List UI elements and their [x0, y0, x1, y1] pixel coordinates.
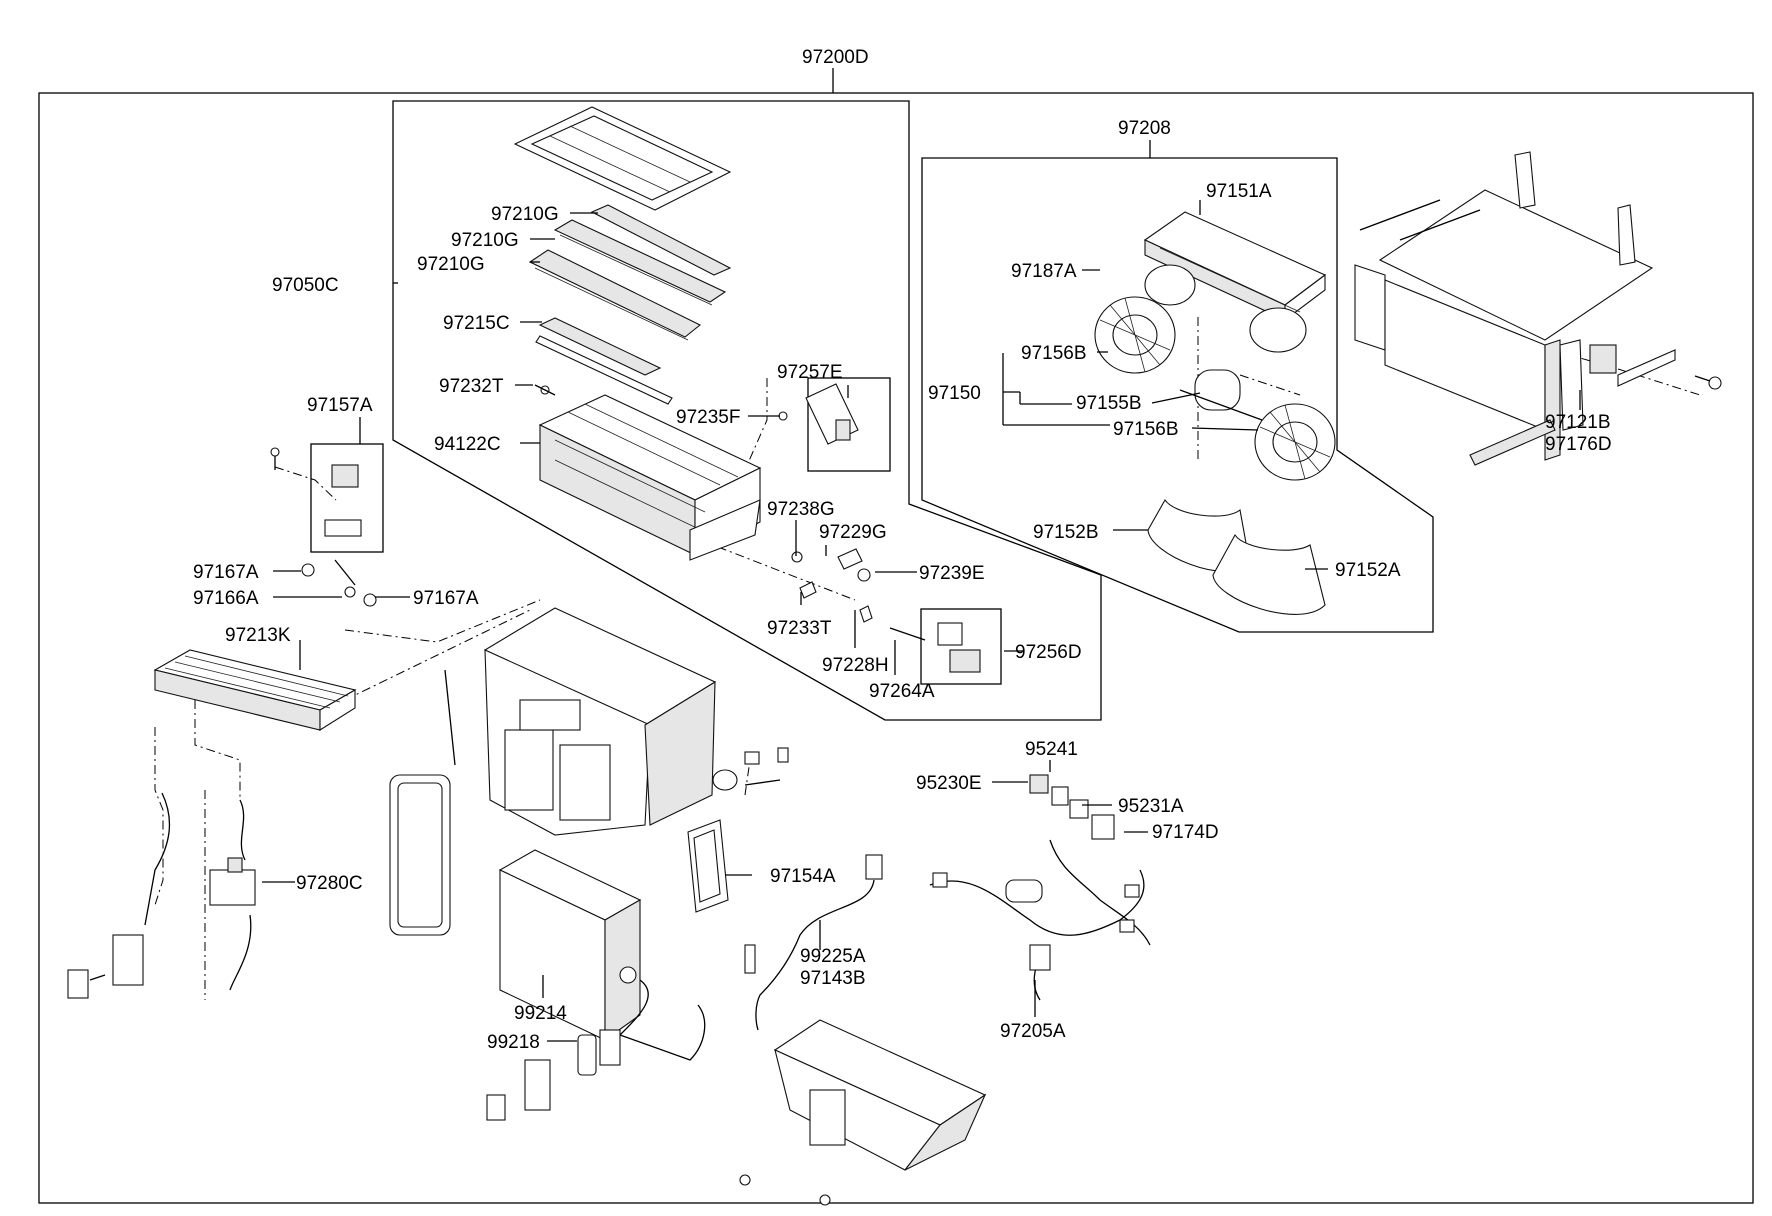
- label-94122c: 94122C: [434, 434, 501, 455]
- label-97157a: 97157A: [307, 395, 373, 416]
- label-97143b: 97143B: [800, 968, 866, 989]
- label-97150: 97150: [928, 383, 981, 404]
- label-97176d: 97176D: [1545, 434, 1612, 455]
- label-97152b: 97152B: [1033, 522, 1099, 543]
- lower-duct: [739, 1019, 987, 1206]
- actuator-97157a-parts: [270, 447, 377, 607]
- label-97280c: 97280C: [296, 873, 363, 894]
- heater-case-lower: [444, 607, 789, 836]
- label-97232t: 97232T: [439, 376, 504, 397]
- label-97156b-upper: 97156B: [1021, 343, 1087, 364]
- door-set: [528, 204, 732, 405]
- label-97215c: 97215C: [443, 313, 510, 334]
- label-97264a: 97264A: [869, 681, 935, 702]
- filter-97154a: [687, 819, 729, 913]
- label-97210g-1: 97210G: [491, 204, 559, 225]
- label-97208: 97208: [1118, 118, 1171, 139]
- right-housing: [1354, 151, 1722, 466]
- label-97167a-left: 97167A: [193, 562, 259, 583]
- part-labels: 97200D 97050C 97208 97151A 97187A 97156B…: [193, 47, 1612, 1053]
- case-upper-94122c: [538, 394, 762, 561]
- label-97238g: 97238G: [767, 499, 835, 520]
- label-95241: 95241: [1025, 739, 1078, 760]
- blower-group-frame: [921, 157, 1434, 633]
- frames: [38, 68, 1754, 1204]
- label-97121b: 97121B: [1545, 412, 1611, 433]
- top-filter-frame: [513, 106, 732, 211]
- label-95230e: 95230E: [916, 773, 982, 794]
- main-assembly-frame: [38, 92, 1754, 1204]
- heater-core: [153, 649, 357, 731]
- actuator-97257e-frame: [807, 377, 891, 472]
- label-97154a: 97154A: [770, 866, 836, 887]
- small-levers: [534, 383, 981, 673]
- label-97167a-right: 97167A: [413, 588, 479, 609]
- blower-fans: [1094, 296, 1336, 481]
- label-97213k: 97213K: [225, 625, 291, 646]
- label-97205a: 97205A: [1000, 1021, 1066, 1042]
- label-97257e: 97257E: [777, 362, 843, 383]
- label-97210g-3: 97210G: [417, 254, 485, 275]
- label-97156b-lower: 97156B: [1113, 419, 1179, 440]
- label-97233t: 97233T: [767, 618, 832, 639]
- label-97155b: 97155B: [1076, 393, 1142, 414]
- label-99218: 99218: [487, 1032, 540, 1053]
- heater-pipes: [67, 792, 256, 999]
- label-97166a: 97166A: [193, 588, 259, 609]
- label-97229g: 97229G: [819, 522, 887, 543]
- label-97239e: 97239E: [919, 563, 985, 584]
- label-97210g-2: 97210G: [451, 230, 519, 251]
- gasket-and-evaporator: [389, 774, 706, 1121]
- relays-harness: [929, 774, 1151, 1001]
- label-95231a: 95231A: [1118, 796, 1184, 817]
- label-97152a: 97152A: [1335, 560, 1401, 581]
- actuator-97256d-frame: [920, 608, 1002, 685]
- label-97187a: 97187A: [1011, 261, 1077, 282]
- label-97256d: 97256D: [1015, 642, 1082, 663]
- blower-case: [1143, 211, 1327, 353]
- heater-case-group-frame: [392, 100, 1102, 721]
- sensor-cable: [744, 854, 883, 1031]
- assembly-centerlines: [154, 317, 1701, 1000]
- label-97235f: 97235F: [676, 407, 740, 428]
- label-97200d: 97200D: [802, 47, 869, 68]
- actuator-97157a-frame: [310, 443, 384, 553]
- label-97050c: 97050C: [272, 275, 339, 296]
- label-97228h: 97228H: [822, 655, 889, 676]
- label-99214: 99214: [514, 1003, 567, 1024]
- leader-lines: [262, 200, 1581, 1042]
- blower-ducts: [1147, 498, 1326, 615]
- label-97151a: 97151A: [1206, 181, 1272, 202]
- label-97174d: 97174D: [1152, 822, 1219, 843]
- label-99225a: 99225A: [800, 946, 866, 967]
